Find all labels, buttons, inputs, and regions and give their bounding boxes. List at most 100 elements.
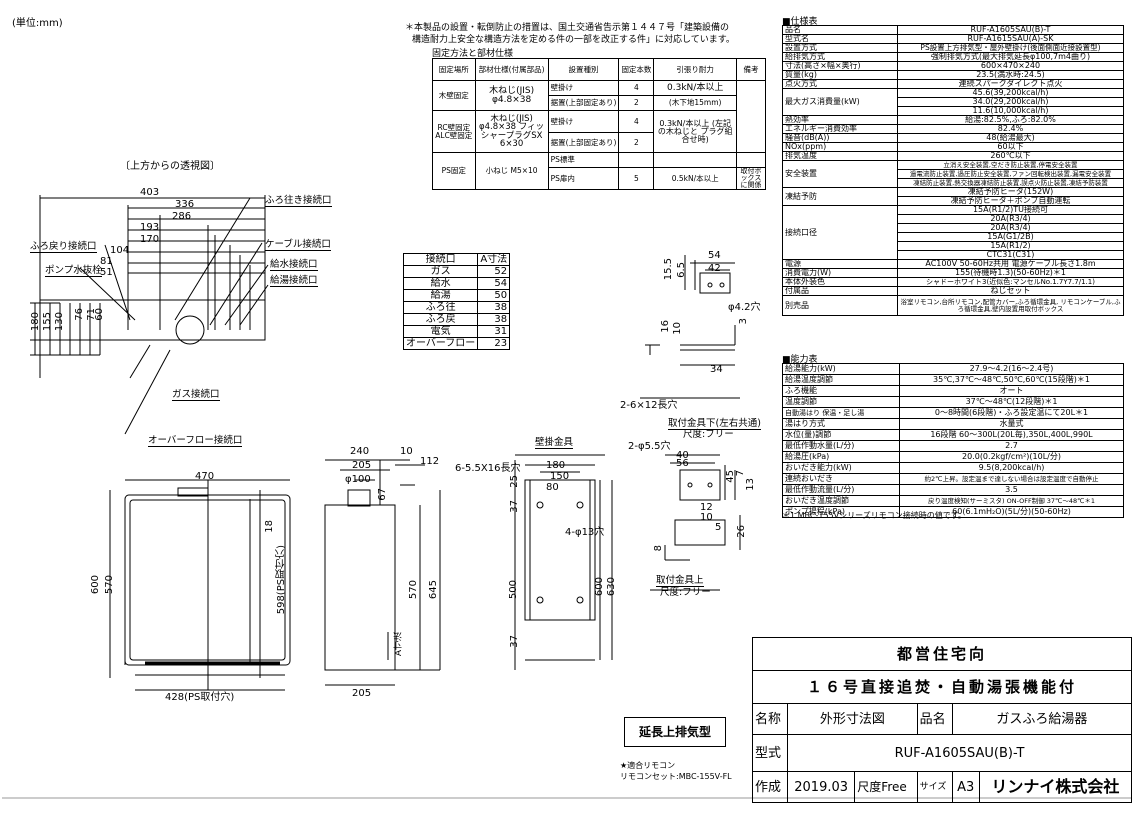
spec-value: 11.6(10,000kcal/h) xyxy=(897,106,1124,116)
label-drain-plug: ポンプ水抜栓 xyxy=(45,262,102,277)
spec-value: CTC31(C31) xyxy=(897,250,1124,260)
spec-value: 15A(R1/2) xyxy=(897,241,1124,251)
dim-label: 645 xyxy=(428,580,439,600)
dim-label: 60 xyxy=(94,308,105,321)
cap-label: ふろ機能 xyxy=(782,385,900,397)
dim-label: 428(PS取付穴) xyxy=(165,692,235,703)
dim-label: 67 xyxy=(377,488,388,501)
dim-label: 112 xyxy=(420,456,440,467)
dim-label: 130 xyxy=(54,312,65,332)
spec-label: 接続口径 xyxy=(782,205,898,260)
dim-label: 54 xyxy=(708,250,721,261)
title-scale-label: 尺度 xyxy=(857,780,882,794)
dim-label: 570 xyxy=(104,575,115,595)
title-size-label: サイズ xyxy=(916,771,953,803)
spec-label: 質量(kg) xyxy=(782,70,898,80)
spec-label: 消費電力(W) xyxy=(782,268,898,278)
fixing-title: 固定方法と部材仕様 xyxy=(432,49,514,59)
top-view-drawing xyxy=(30,195,269,435)
cap-value: 戻り温度検知(サーミスタ) ON-OFF制御 37℃～48℃＊1 xyxy=(899,495,1124,507)
dim-label: 51 xyxy=(100,267,113,278)
fixing-cell xyxy=(653,152,737,168)
fixing-cell: 4 xyxy=(618,80,655,96)
conn-value: 38 xyxy=(477,313,511,326)
label-cable: ケーブル接続口 xyxy=(265,236,331,251)
cap-label: 最低作動流量(L/分) xyxy=(782,484,900,496)
dim-label: 4-φ13穴 xyxy=(565,527,605,538)
conn-header: 接続口 xyxy=(402,253,479,266)
dim-label: 10 xyxy=(400,446,413,457)
fixing-header: 部材仕様(付属部品) xyxy=(474,58,549,81)
spec-label: 安全装置 xyxy=(782,160,898,188)
spec-value: 立消え安全装置,空だき防止装置,停電安全装置 xyxy=(897,160,1124,170)
fixing-cell: 据置(上部固定あり) xyxy=(547,95,620,111)
cap-value: 約2℃上昇。設定温まで達しない場合は設定温度で自動停止 xyxy=(899,473,1124,485)
dim-label: 81 xyxy=(100,256,113,267)
spec-value: 20A(R3/4) xyxy=(897,223,1124,233)
bracket-lower-scale: 尺度:フリー xyxy=(683,429,734,440)
conn-value: 23 xyxy=(477,337,511,350)
dim-label: 600 xyxy=(594,577,605,597)
dim-label: 34 xyxy=(710,364,723,375)
dim-label: 104 xyxy=(110,245,130,256)
dim-label: 15.5 xyxy=(663,258,674,281)
conn-value: 50 xyxy=(477,289,511,302)
spec-label: 設置方式 xyxy=(782,43,898,53)
spec-label: 最大ガス消費量(kW) xyxy=(782,88,898,116)
cap-label: 温度調節 xyxy=(782,396,900,408)
cap-label: おいだき能力(kW) xyxy=(782,462,900,474)
title-scale-value: Free xyxy=(881,780,907,794)
bracket-lower-title: 取付金具下(左右共通) xyxy=(668,415,761,430)
spec-value: 凍結予防ヒータ＋ポンプ自動運転 xyxy=(897,196,1124,206)
fixing-cell: PS固定 xyxy=(432,152,476,190)
spec-value: 60以下 xyxy=(897,142,1124,152)
fixing-header: 固定場所 xyxy=(432,58,476,81)
bracket-upper-scale: 尺度:フリー xyxy=(660,587,711,598)
title-size-value: A3 xyxy=(951,771,980,803)
dim-label: 56 xyxy=(676,458,689,469)
label-bath-return: ふろ戻り接続口 xyxy=(30,238,97,253)
fixing-cell: 据置(上部固定あり) xyxy=(547,132,620,153)
cap-value: 27.9～4.2(16～2.4号) xyxy=(899,363,1124,375)
fixing-cell xyxy=(735,80,767,153)
dim-label: 18 xyxy=(264,520,275,533)
spec-value: 連続スパークダイレクト点火 xyxy=(897,79,1124,89)
dim-label: 630 xyxy=(606,577,617,597)
fixing-cell: 4 xyxy=(618,110,655,133)
spec-title: ■仕様表 xyxy=(782,17,818,27)
cap-value: 35℃,37℃～48℃,50℃,60℃(15段階)＊1 xyxy=(899,374,1124,386)
spec-label: 別売品 xyxy=(782,295,898,316)
conn-name: 給水 xyxy=(402,277,479,290)
unit-note: (単位:mm) xyxy=(12,18,63,29)
front-view-drawing xyxy=(109,479,291,691)
dim-label: 76 xyxy=(74,308,85,321)
fixing-cell: 小ねじ M5×10 xyxy=(474,152,549,190)
fixing-cell: 0.5kN/本以上 xyxy=(653,167,737,190)
dim-label: 40 xyxy=(676,450,689,461)
spec-value: 34.0(29,200kcal/h) xyxy=(897,97,1124,107)
fixing-cell: 2 xyxy=(618,95,655,111)
fixing-cell: 木壁固定 xyxy=(432,80,476,111)
spec-value: 浴室リモコン,台所リモコン,配管カバー,ふろ循環金具, リモコンケーブル,ふろ循… xyxy=(897,295,1124,316)
title-client: 都営住宅向 xyxy=(752,637,1132,671)
conn-name: 給湯 xyxy=(402,289,479,302)
spec-label: 本体外装色 xyxy=(782,277,898,287)
fixing-cell: 取付ボックス に関係 xyxy=(735,167,767,190)
dim-label: 180 xyxy=(546,460,566,471)
cap-value: オート xyxy=(899,385,1124,397)
spec-label: 熱効率 xyxy=(782,115,898,125)
spec-value: 600×470×240 xyxy=(897,61,1124,71)
spec-value: 凍結防止装置,熱交換器凍結防止装置,誤点火防止装置,凍結予防装置 xyxy=(897,178,1124,188)
cap-value: 2.7 xyxy=(899,440,1124,452)
dim-label: 12 xyxy=(700,502,713,513)
dim-label: 6-5.5X16長穴 xyxy=(455,463,521,474)
title-product: １６号直接追焚・自動湯張機能付 xyxy=(752,670,1132,704)
spec-value: 過電流防止装置,過圧防止安全装置,ファン回転検出装置,漏電安全装置 xyxy=(897,169,1124,179)
spec-value: RUF-A1615SAU(A)-SK xyxy=(897,34,1124,44)
conn-value: 52 xyxy=(477,265,511,278)
cap-value: 60(6.1mH₂O)(5L/分)(50-60Hz) xyxy=(899,506,1124,518)
fixing-cell: 木ねじ(JIS) φ4.8×38 xyxy=(474,80,549,111)
fixing-cell: 0.3kN/本以上 xyxy=(653,80,737,96)
fixing-cell: 壁掛け xyxy=(547,80,620,96)
